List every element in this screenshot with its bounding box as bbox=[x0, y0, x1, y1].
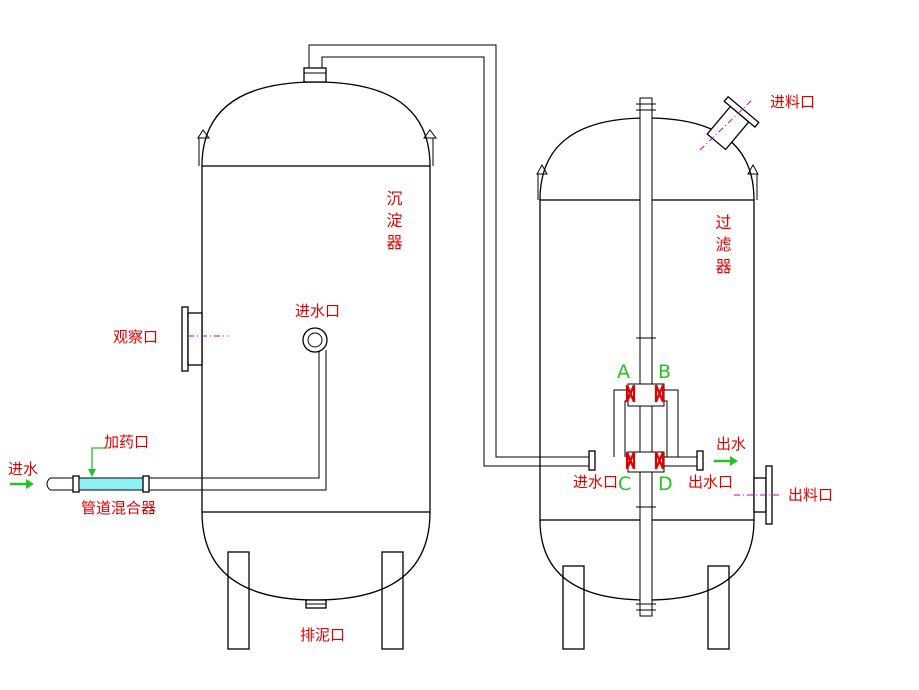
settler-tank bbox=[181, 67, 437, 650]
observation-flange bbox=[181, 306, 189, 372]
label-filter-outlet-port: 出水口 bbox=[688, 473, 733, 491]
label-discharge-port: 出料口 bbox=[788, 486, 833, 504]
label-observation-port: 观察口 bbox=[113, 328, 158, 346]
settler-leg-right bbox=[381, 551, 404, 650]
dosing-arrow bbox=[91, 447, 107, 475]
valve-c[interactable] bbox=[625, 451, 636, 470]
filter-tank bbox=[536, 95, 780, 650]
settler-bottom-head bbox=[201, 511, 431, 601]
valve-b[interactable] bbox=[654, 384, 665, 403]
label-valve-a: A bbox=[617, 361, 630, 383]
label-feed-port: 进料口 bbox=[770, 93, 815, 111]
valve-a[interactable] bbox=[625, 384, 636, 403]
filter-leg-left bbox=[562, 565, 585, 650]
label-filter-inlet: 进水口 bbox=[573, 473, 618, 491]
label-outlet-water: 出水 bbox=[716, 435, 746, 453]
label-inlet-water: 进水 bbox=[8, 460, 38, 478]
label-sludge-outlet: 排泥口 bbox=[300, 626, 345, 644]
settler-top-nozzle bbox=[303, 67, 327, 83]
settler-inlet-nozzle bbox=[302, 327, 328, 353]
filter-lug-right bbox=[747, 163, 759, 175]
label-settler-name: 沉淀器 bbox=[384, 190, 403, 256]
connecting-pipe bbox=[308, 44, 590, 467]
label-valve-c: C bbox=[618, 473, 631, 495]
filter-lug-left bbox=[536, 163, 548, 175]
label-filter-name: 过滤器 bbox=[713, 214, 732, 280]
label-valve-d: D bbox=[658, 473, 673, 495]
label-settler-inlet: 进水口 bbox=[295, 302, 340, 320]
label-pipe-mixer: 管道混合器 bbox=[81, 499, 156, 517]
filter-leg-right bbox=[707, 565, 730, 650]
settler-inlet-pipe bbox=[10, 327, 328, 493]
valve-manifold bbox=[588, 383, 738, 473]
label-valve-b: B bbox=[658, 361, 671, 383]
label-dosing-port: 加药口 bbox=[104, 433, 149, 451]
settler-leg-left bbox=[227, 551, 250, 650]
feed-port-nozzle bbox=[706, 95, 760, 151]
pipe-mixer bbox=[78, 477, 144, 491]
valve-d[interactable] bbox=[654, 451, 665, 470]
settler-lug-right bbox=[423, 129, 437, 139]
settler-lug-left bbox=[197, 129, 210, 139]
filter-central-pipe bbox=[639, 97, 653, 617]
settler-top-head bbox=[201, 81, 431, 167]
